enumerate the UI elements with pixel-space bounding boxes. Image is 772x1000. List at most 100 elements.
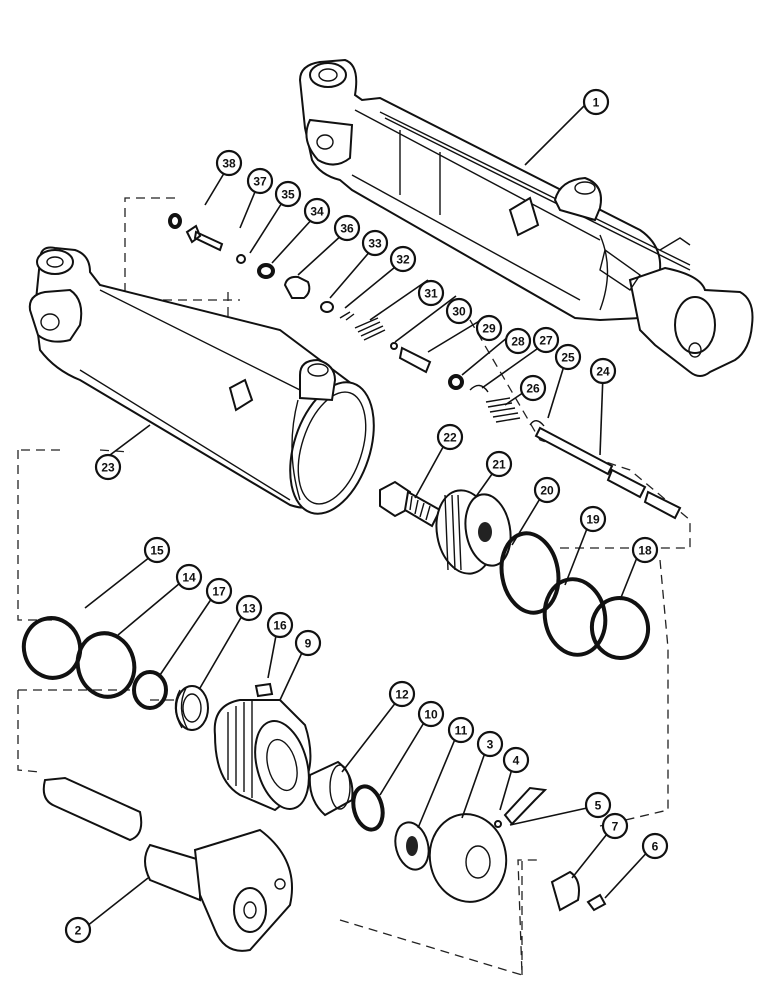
callout-36: 36 (333, 214, 361, 242)
callout-7: 7 (601, 812, 629, 840)
part-3-cap (428, 813, 508, 903)
part-29-ball (390, 342, 398, 350)
part-6-screw (586, 893, 607, 912)
callout-label: 15 (150, 544, 164, 558)
callout-circle (485, 450, 513, 478)
callout-circle (361, 229, 389, 257)
callout-label: 26 (526, 382, 540, 396)
callout-label: 10 (424, 708, 438, 722)
callout-label: 14 (182, 571, 196, 585)
callout-label: 37 (253, 175, 267, 189)
callout-circle (502, 746, 530, 774)
leader-lines (81, 102, 652, 931)
callout-label: 33 (368, 237, 382, 251)
callout-label: 13 (242, 602, 256, 616)
part-17-seal (132, 670, 168, 710)
callout-37: 37 (246, 167, 274, 195)
part-16-plug (254, 682, 274, 698)
part-35-washer (236, 254, 246, 264)
part-32-ring (320, 301, 334, 313)
callout-13: 13 (235, 594, 263, 622)
part-24-rod (534, 426, 682, 520)
callout-circle (246, 167, 274, 195)
callout-label: 27 (539, 334, 553, 348)
piston-parts (379, 480, 651, 660)
callout-6: 6 (641, 832, 669, 860)
callout-11: 11 (447, 716, 475, 744)
part-18-oring (589, 596, 651, 660)
callout-label: 35 (281, 188, 295, 202)
callout-label: 29 (482, 322, 496, 336)
callout-label: 19 (586, 513, 600, 527)
callout-1: 1 (582, 88, 610, 116)
gland (213, 682, 312, 812)
callout-label: 6 (652, 840, 659, 854)
callout-15: 15 (143, 536, 171, 564)
callout-19: 19 (579, 505, 607, 533)
callout-25: 25 (554, 343, 582, 371)
callout-10: 10 (417, 700, 445, 728)
part-33-fitting (283, 275, 311, 299)
callout-label: 2 (75, 924, 82, 938)
part-26-spring (485, 397, 521, 423)
part-10-wiper (351, 784, 385, 832)
callout-31: 31 (417, 279, 445, 307)
callout-circle (274, 180, 302, 208)
callout-33: 33 (361, 229, 389, 257)
callout-32: 32 (389, 245, 417, 273)
callout-circle (445, 297, 473, 325)
callout-circle (303, 197, 331, 225)
callout-label: 21 (492, 458, 506, 472)
cylinder-barrel (28, 246, 375, 515)
callout-35: 35 (274, 180, 302, 208)
callout-circle (476, 730, 504, 758)
callout-27: 27 (532, 326, 560, 354)
callout-circle (389, 245, 417, 273)
callout-circle (94, 453, 122, 481)
callout-label: 17 (212, 585, 226, 599)
callout-label: 18 (638, 544, 652, 558)
part-20-wear-ring (499, 531, 561, 615)
callout-circle (475, 314, 503, 342)
callout-circle (333, 214, 361, 242)
callout-30: 30 (445, 297, 473, 325)
part-38-oring (168, 213, 182, 229)
part-31-clip (339, 311, 355, 321)
callout-label: 3 (487, 738, 494, 752)
part-2-rod-segment (42, 776, 143, 842)
part-25-clip-a (469, 384, 489, 393)
callout-28: 28 (504, 327, 532, 355)
assembly-outline-lower (17, 689, 540, 976)
part-34-seal (257, 263, 275, 279)
callout-38: 38 (215, 149, 243, 177)
callout-16: 16 (266, 611, 294, 639)
part-14-backup-ring (75, 631, 137, 699)
callout-label: 11 (455, 724, 468, 738)
callout-5: 5 (584, 791, 612, 819)
part-5-ball (494, 820, 502, 828)
callout-label: 38 (222, 157, 236, 171)
callout-circle (519, 374, 547, 402)
callout-circle (175, 563, 203, 591)
part-37-bolt (185, 224, 224, 252)
callout-14: 14 (175, 563, 203, 591)
callout-circle (266, 611, 294, 639)
callout-2: 2 (64, 916, 92, 944)
callout-circle (215, 149, 243, 177)
part-25-clip-b (529, 420, 545, 427)
callout-circle (504, 327, 532, 355)
callout-circle (417, 700, 445, 728)
head-seals (21, 616, 209, 731)
callout-4: 4 (502, 746, 530, 774)
callout-18: 18 (631, 536, 659, 564)
callout-circle (601, 812, 629, 840)
callout-circle (631, 536, 659, 564)
callout-circle (436, 423, 464, 451)
callout-34: 34 (303, 197, 331, 225)
part-4-key (503, 786, 548, 826)
callout-21: 21 (485, 450, 513, 478)
callout-label: 22 (443, 431, 457, 445)
callout-3: 3 (476, 730, 504, 758)
